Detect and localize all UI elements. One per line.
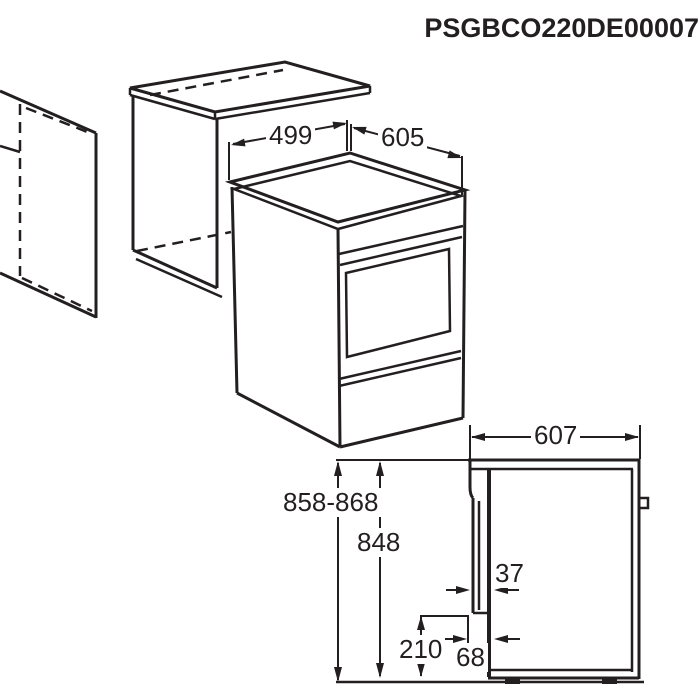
rear-foot	[602, 678, 617, 684]
cooker-front-panel	[338, 224, 464, 388]
left-cabinet-hidden-edges	[18, 104, 93, 313]
drawing-reference-code: PSGBCO220DE00007	[424, 13, 699, 43]
rear-bracket	[640, 496, 650, 510]
cooktop-surface	[224, 151, 471, 224]
oven-door-window	[344, 247, 452, 359]
cooker-isometric	[224, 151, 471, 449]
dim-label-handle-protrusion-37: 37	[492, 559, 527, 589]
front-foot	[505, 678, 520, 684]
dim-label-adjustable-height-858-868: 858-868	[280, 488, 382, 518]
middle-cabinet-outline	[128, 60, 372, 299]
dim-label-depth-605: 605	[378, 123, 428, 153]
dim-label-total-depth-607: 607	[531, 421, 581, 451]
dim-label-width-499: 499	[266, 121, 316, 151]
dim-label-plinth-height-210: 210	[396, 635, 446, 665]
left-cabinet-outline	[0, 89, 98, 319]
dim-label-bottom-recess-68: 68	[453, 643, 488, 673]
dim-label-body-height-848: 848	[354, 528, 404, 558]
